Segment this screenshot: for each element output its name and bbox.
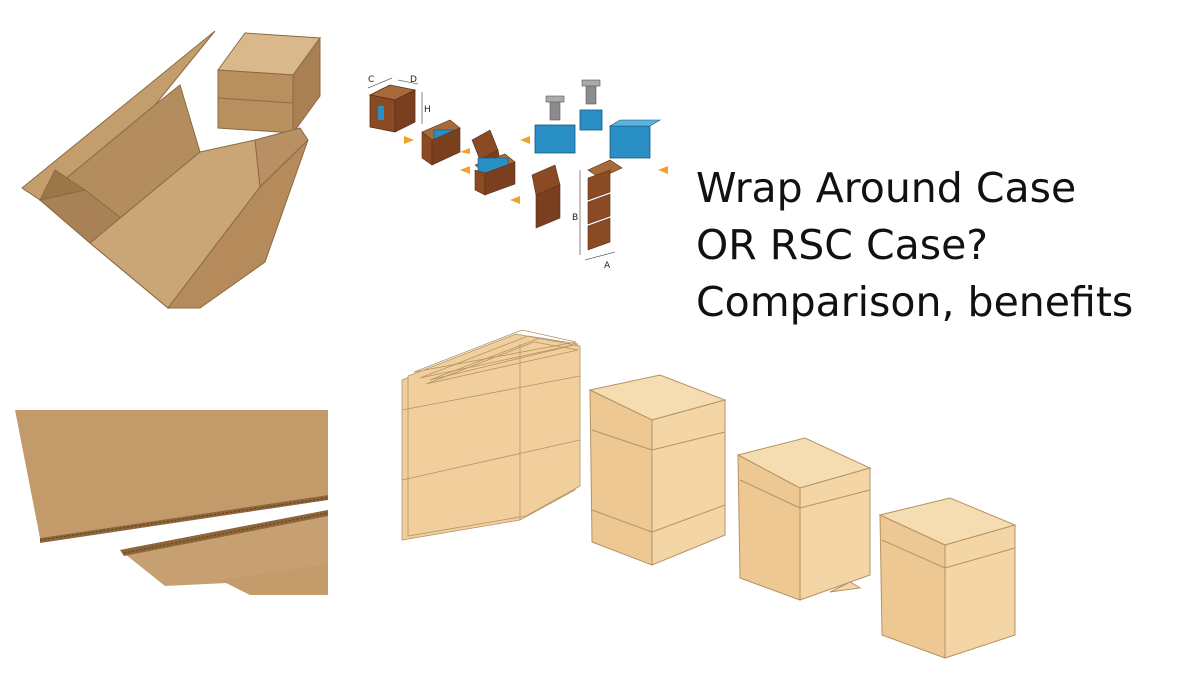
headline-line-1: Wrap Around Case [696,164,1077,212]
dim-label-h: H [424,105,431,115]
rsc-boxes-illustration [401,329,1017,659]
dim-label-b: B [572,213,578,223]
headline-line-2: OR RSC Case? [696,221,989,269]
wraparound-process-diagram: C D H B A [367,75,668,271]
dim-label-d: D [410,75,417,85]
headline-line-3: Comparison, benefits [696,278,1134,326]
headline: Wrap Around Case OR RSC Case? Comparison… [696,160,1186,331]
dim-label-a: A [604,261,611,271]
corrugated-sheets-illustration [15,410,329,595]
dim-label-c: C [368,75,374,85]
wraparound-blank-illustration [21,30,321,310]
